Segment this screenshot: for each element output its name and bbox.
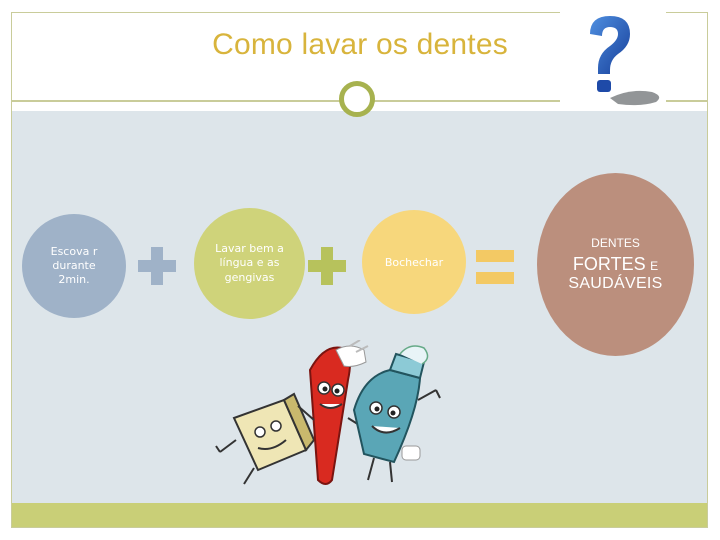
toothbrush-character (297, 339, 369, 485)
result-line3: SAUDÁVEIS (568, 275, 663, 292)
step-brush-circle: Escova r durante 2min. (22, 214, 126, 318)
step-tongue-circle: Lavar bem a língua e as gengivas (194, 208, 305, 319)
equals-icon (474, 248, 516, 288)
footer-bar (12, 503, 707, 527)
toothbrush-toothpaste-cartoon (214, 339, 466, 490)
floss-box-character (215, 392, 316, 485)
result-emphasis: FORTES (572, 254, 646, 274)
plus-icon (136, 245, 178, 287)
step-rinse-circle: Bochechar (362, 210, 466, 314)
result-line1: DENTES (591, 236, 640, 250)
divider-ring-icon (339, 81, 375, 117)
result-circle: DENTES FORTES E SAUDÁVEIS (537, 173, 694, 356)
slide-title: Como lavar os dentes (212, 28, 508, 61)
step-brush-label: Escova r durante 2min. (50, 244, 98, 287)
toothpaste-character (352, 345, 441, 483)
step-rinse-label: Bochechar (384, 255, 444, 269)
plus-icon (306, 245, 348, 287)
question-mark-icon (560, 8, 666, 108)
step-tongue-label: Lavar bem a língua e as gengivas (215, 242, 284, 284)
result-connector: E (650, 259, 659, 273)
